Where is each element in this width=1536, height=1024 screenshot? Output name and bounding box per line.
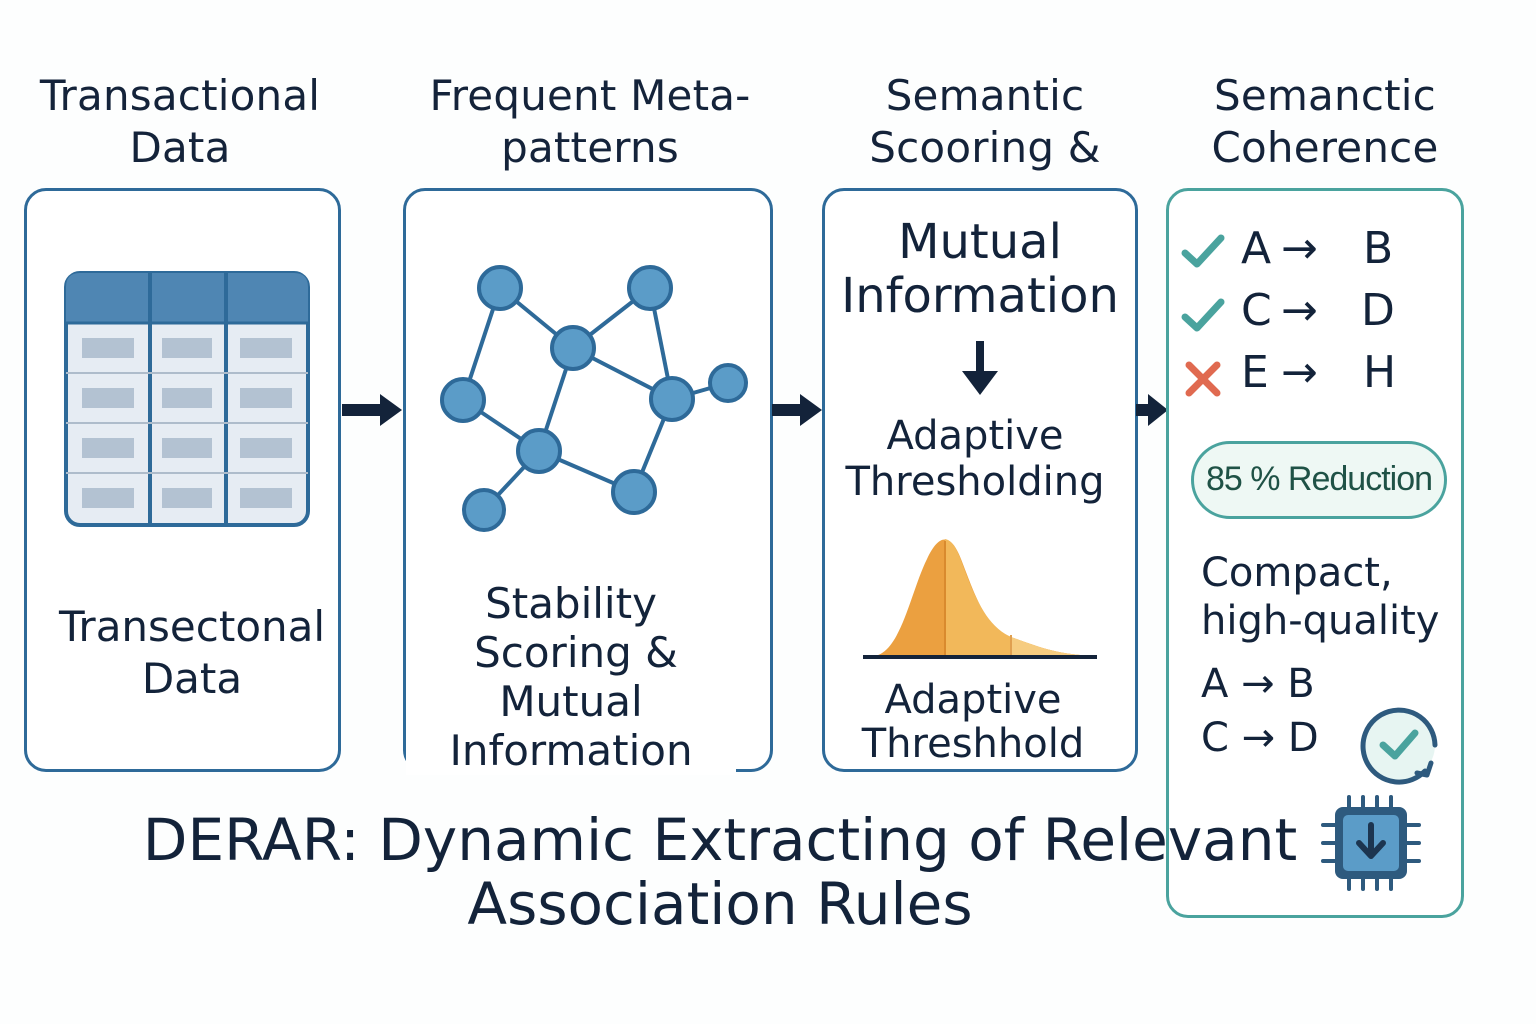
rule-arrow: → xyxy=(1281,285,1318,336)
label-line: high-quality xyxy=(1201,598,1440,644)
panel2-caption: Stability Scoring & Mutual Information xyxy=(406,579,736,775)
panel1-caption: Transectonal Data xyxy=(37,601,347,705)
stage-title-semantic-coherence: Semanctic Coherence xyxy=(1180,70,1470,174)
caption-line: Scoring & xyxy=(474,628,678,677)
caption-line: Mutual xyxy=(499,677,643,726)
caption-line: Transectonal xyxy=(58,602,326,651)
adaptive-threshold-caption: Adaptive Threshhold xyxy=(825,678,1121,766)
result-rules: A → B C → D xyxy=(1201,657,1361,765)
check-icon xyxy=(1181,298,1225,332)
check-icon xyxy=(1181,234,1225,268)
flow-arrow-3 xyxy=(1136,394,1168,426)
stage-title-line: Transactional xyxy=(39,71,321,120)
stage-title-line: Semantic xyxy=(885,71,1085,120)
result-rule: C → D xyxy=(1201,715,1319,761)
rule-arrow: → xyxy=(1281,347,1318,398)
caption-line: Adaptive xyxy=(884,677,1062,723)
rule-arrow: → xyxy=(1281,223,1318,274)
caption-line: Information xyxy=(449,726,693,775)
stage-title-transactional-data: Transactional Data xyxy=(30,70,330,174)
stage-title-frequent-meta-patterns: Frequent Meta- patterns xyxy=(420,70,760,174)
mutual-information-heading: Mutual Information xyxy=(825,215,1135,323)
stage-title-semantic-scoring: Semantic Scooring & xyxy=(840,70,1130,174)
rule-rhs: B xyxy=(1363,223,1394,274)
panel-semantic-scoring: Mutual Information Adaptive Thresholding… xyxy=(822,188,1138,772)
rule-row: A → B xyxy=(1169,219,1469,279)
result-rule: A → B xyxy=(1201,661,1315,707)
label-line: Compact, xyxy=(1201,550,1393,596)
heading-line: Mutual xyxy=(898,214,1062,270)
stage-title-line: patterns xyxy=(501,123,679,172)
rule-row: C → D xyxy=(1169,281,1469,341)
main-title-line: DERAR: Dynamic Extracting of Relevant xyxy=(142,806,1298,874)
refresh-check-icon xyxy=(1360,707,1438,785)
panel-semantic-coherence: A → B C → D E → H 85 % Reduction Compact… xyxy=(1166,188,1464,918)
table-icon xyxy=(64,271,310,527)
flow-arrow-2 xyxy=(772,394,822,426)
compact-high-quality-label: Compact, high-quality xyxy=(1201,549,1461,645)
stage-title-line: Semanctic xyxy=(1214,71,1436,120)
rule-rhs: D xyxy=(1361,285,1395,336)
cross-icon xyxy=(1185,361,1221,397)
caption-line: Data xyxy=(141,654,243,703)
caption-line: Threshhold xyxy=(861,721,1085,767)
label-line: Thresholding xyxy=(845,459,1105,505)
rule-row: E → H xyxy=(1169,343,1469,403)
caption-line: Stability xyxy=(485,579,657,628)
panel-frequent-meta-patterns: Stability Scoring & Mutual Information xyxy=(403,188,773,775)
adaptive-thresholding-label: Adaptive Thresholding xyxy=(825,413,1125,505)
stage-title-line: Data xyxy=(129,123,231,172)
rule-rhs: H xyxy=(1363,347,1397,398)
stage-title-line: Scooring & xyxy=(869,123,1101,172)
rule-lhs: A xyxy=(1241,223,1272,274)
main-title-line: Association Rules xyxy=(467,870,973,938)
main-title: DERAR: Dynamic Extracting of Relevant As… xyxy=(0,808,1440,936)
rule-lhs: E xyxy=(1241,347,1269,398)
label-line: Adaptive xyxy=(886,413,1064,459)
panel-transactional-data: Transectonal Data xyxy=(24,188,341,772)
flow-arrow-1 xyxy=(342,394,402,426)
stage-title-line: Frequent Meta- xyxy=(429,71,751,120)
chip-icon xyxy=(1321,795,1421,891)
heading-line: Information xyxy=(841,268,1119,324)
network-graph-icon xyxy=(440,265,748,532)
distribution-curve-icon xyxy=(863,539,1097,659)
stage-title-line: Coherence xyxy=(1211,123,1439,172)
down-arrow-icon xyxy=(962,341,998,395)
rule-lhs: C xyxy=(1241,285,1272,336)
reduction-badge: 85 % Reduction xyxy=(1191,441,1447,519)
